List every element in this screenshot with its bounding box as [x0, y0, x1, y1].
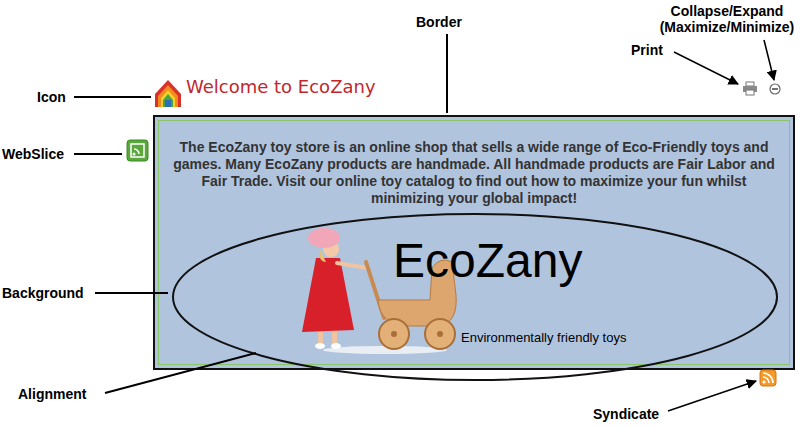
callout-label: Syndicate	[593, 406, 659, 422]
print-icon	[743, 82, 757, 95]
leader-lines	[74, 34, 774, 411]
webslice-icon	[127, 140, 148, 161]
panel-body: The EcoZany toy store is an online shop …	[165, 139, 783, 207]
callout-label: WebSlice	[2, 146, 64, 162]
logo-text: EcoZany	[393, 236, 582, 286]
callout-label: Icon	[37, 89, 66, 105]
panel-heading: Welcome to EcoZany	[186, 76, 376, 98]
callout-label: Background	[2, 285, 84, 301]
callout-label: Print	[631, 42, 663, 58]
callout-label: Border	[416, 14, 462, 30]
house-icon	[155, 80, 181, 107]
collapse-icon	[770, 84, 780, 94]
syndicate-icon	[760, 370, 776, 386]
body-wrap: The EcoZany toy store is an online shop …	[155, 117, 793, 207]
callout-label: Alignment	[18, 386, 86, 402]
logo-tagline: Environmentally friendly toys	[461, 330, 626, 346]
callout-label: Collapse/Expand (Maximize/Minimize)	[652, 3, 802, 35]
alignment-ellipse	[173, 214, 777, 380]
